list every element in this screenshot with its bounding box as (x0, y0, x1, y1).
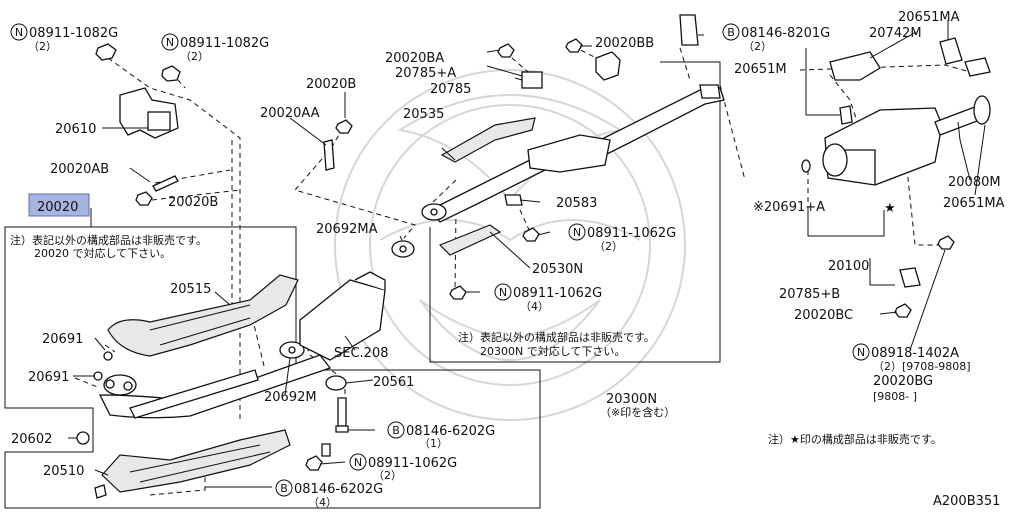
circle-n-f: N (857, 346, 865, 359)
circle-n-d: N (499, 286, 507, 299)
label-20583: 20583 (556, 196, 597, 211)
label-20020bc: 20020BC (794, 308, 853, 323)
label-20515: 20515 (170, 282, 211, 297)
circled-prefixes: N N B N N B N B N (10, 23, 870, 497)
label-20020: 20020 (37, 200, 78, 215)
label-20692ma: 20692MA (316, 222, 378, 237)
circle-b-c: B (280, 482, 288, 495)
note1-line2: 20020 で対応して下さい。 (34, 246, 171, 260)
label-08911-1082g-b: 08911-1082G (180, 36, 269, 51)
circle-n-c: N (573, 226, 581, 239)
label-20535: 20535 (403, 107, 444, 122)
label-20020ba: 20020BA (385, 51, 444, 66)
label-20692m: 20692M (264, 390, 317, 405)
label-20742m: 20742M (869, 26, 922, 41)
circle-n-a: N (15, 26, 23, 39)
label-20561: 20561 (373, 375, 414, 390)
qty-date2: [9808- ] (873, 390, 917, 403)
qty-date1: （2）[9708-9808] (873, 360, 971, 373)
label-08911-1062g-a: 08911-1062G (587, 226, 676, 241)
qty-2-d: （2） (594, 240, 623, 253)
label-20651ma-b: 20651MA (943, 196, 1005, 211)
label-08146-6202g-a: 08146-6202G (406, 424, 495, 439)
note1-line1: 注）表記以外の構成部品は非販売です。 (10, 233, 207, 247)
label-20651ma-a: 20651MA (898, 10, 960, 25)
assembly-boxes (4, 61, 885, 509)
label-20610: 20610 (55, 122, 96, 137)
qty-2-a: （2） (28, 40, 57, 53)
note3: 注）★印の構成部品は非販売です。 (768, 432, 942, 446)
circle-n-b: N (166, 36, 174, 49)
qty-2-b: （2） (180, 50, 209, 63)
label-20530n: 20530N (532, 262, 583, 277)
diagram-id: A200B351 (933, 494, 1000, 509)
label-20785a: 20785+A (395, 66, 456, 81)
notes: 注）表記以外の構成部品は非販売です。 20020 で対応して下さい。 注）表記以… (10, 233, 942, 446)
label-20602: 20602 (11, 432, 52, 447)
note2-line2: 20300N で対応して下さい。 (480, 344, 625, 358)
label-sec208: SEC.208 (334, 346, 389, 361)
qty-4-b: （4） (308, 496, 337, 509)
label-20691-b: 20691 (28, 370, 69, 385)
circle-b-b: B (392, 424, 400, 437)
qty-1: （1） (419, 437, 448, 450)
parts-geometry (76, 14, 991, 499)
label-20020b-b: 20020B (306, 77, 356, 92)
label-08146-8201g: 08146-8201G (741, 26, 830, 41)
highlight-box-20020 (28, 193, 90, 217)
label-20020b-a: 20020B (168, 195, 218, 210)
circle-b-a: B (727, 26, 735, 39)
label-20785: 20785 (430, 82, 471, 97)
label-20510: 20510 (43, 464, 84, 479)
label-20020aa: 20020AA (260, 106, 320, 121)
label-08918-1402a: 08918-1402A (871, 346, 959, 361)
label-08911-1082g-a: 08911-1082G (29, 26, 118, 41)
label-20020bg: 20020BG (873, 374, 933, 389)
label-20020ab: 20020AB (50, 162, 109, 177)
star-mark: ★ (884, 201, 896, 216)
label-20651m-a: 20651M (734, 62, 787, 77)
label-08911-1062g-c: 08911-1062G (368, 456, 457, 471)
qty-2-e: （2） (373, 469, 402, 482)
label-20020bb: 20020BB (595, 36, 654, 51)
part-labels: 08911-1082G （2） 08911-1082G （2） 20610 20… (11, 10, 1005, 509)
label-20691a: ※20691+A (753, 200, 825, 215)
label-08146-6202g-b: 08146-6202G (294, 482, 383, 497)
label-08911-1062g-b: 08911-1062G (513, 286, 602, 301)
label-20100: 20100 (828, 259, 869, 274)
qty-4-a: （4） (520, 300, 549, 313)
label-20691-a: 20691 (42, 332, 83, 347)
note2-line1: 注）表記以外の構成部品は非販売です。 (458, 330, 655, 344)
qty-incl: （※印を含む） (600, 405, 675, 419)
label-20300n: 20300N (606, 392, 657, 407)
qty-2-c: （2） (743, 40, 772, 53)
solid-leaders (68, 20, 986, 488)
label-20080m: 20080M (948, 175, 1001, 190)
circle-n-e: N (354, 456, 362, 469)
label-20785b: 20785+B (779, 287, 840, 302)
